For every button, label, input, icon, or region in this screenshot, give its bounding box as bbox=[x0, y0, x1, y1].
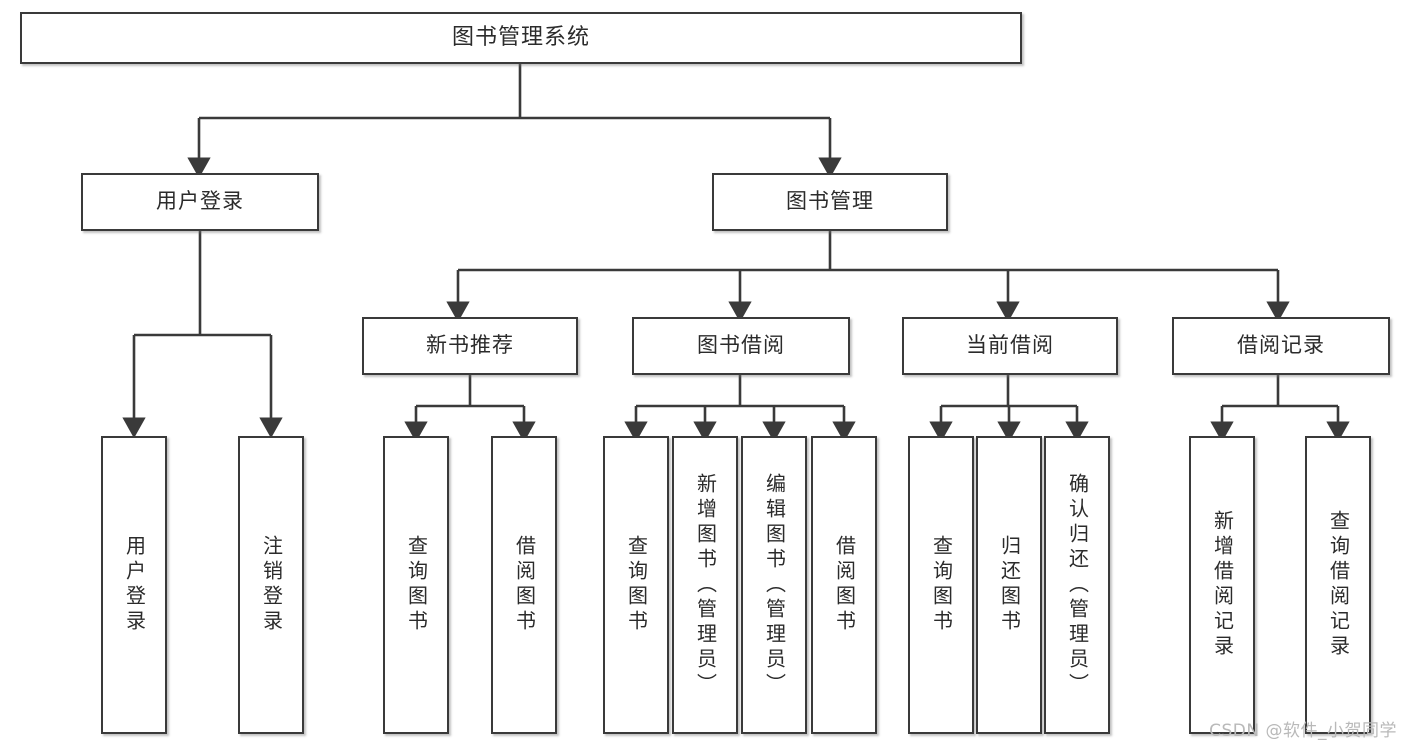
leaf-query-book[interactable]: 查询图书 bbox=[603, 436, 669, 734]
watermark: CSDN @软件_小贺同学 bbox=[1209, 721, 1397, 741]
node-borrow-record[interactable]: 借阅记录 bbox=[1172, 317, 1390, 375]
leaf-edit-book-admin[interactable]: 编辑图书（管理员） bbox=[741, 436, 807, 734]
leaf-borrow-book[interactable]: 借阅图书 bbox=[811, 436, 877, 734]
leaf-borrow-book-recommend[interactable]: 借阅图书 bbox=[491, 436, 557, 734]
node-label: 编辑图书（管理员） bbox=[762, 472, 787, 698]
node-label: 查询图书 bbox=[404, 535, 429, 635]
node-label: 查询借阅记录 bbox=[1326, 510, 1351, 660]
node-current-borrow[interactable]: 当前借阅 bbox=[902, 317, 1118, 375]
node-label: 图书管理系统 bbox=[451, 24, 590, 50]
node-label: 归还图书 bbox=[997, 535, 1022, 635]
node-label: 新增图书（管理员） bbox=[693, 472, 718, 698]
leaf-query-book-current[interactable]: 查询图书 bbox=[908, 436, 974, 734]
node-label: 注销登录 bbox=[259, 535, 284, 635]
leaf-return-book[interactable]: 归还图书 bbox=[976, 436, 1042, 734]
node-label: 新增借阅记录 bbox=[1210, 510, 1235, 660]
leaf-query-book-recommend[interactable]: 查询图书 bbox=[383, 436, 449, 734]
leaf-add-borrow-record[interactable]: 新增借阅记录 bbox=[1189, 436, 1255, 734]
node-user-login[interactable]: 用户登录 bbox=[81, 173, 319, 231]
node-label: 图书借阅 bbox=[697, 333, 785, 358]
leaf-user-logout[interactable]: 注销登录 bbox=[238, 436, 304, 734]
node-label: 借阅记录 bbox=[1237, 333, 1325, 358]
node-label: 新书推荐 bbox=[426, 333, 514, 358]
node-label: 查询图书 bbox=[929, 535, 954, 635]
node-label: 确认归还（管理员） bbox=[1065, 472, 1090, 698]
node-root-system[interactable]: 图书管理系统 bbox=[20, 12, 1022, 64]
node-label: 借阅图书 bbox=[512, 535, 537, 635]
node-label: 图书管理 bbox=[786, 189, 874, 214]
leaf-query-borrow-record[interactable]: 查询借阅记录 bbox=[1305, 436, 1371, 734]
node-label: 查询图书 bbox=[624, 535, 649, 635]
node-label: 借阅图书 bbox=[832, 535, 857, 635]
node-label: 当前借阅 bbox=[966, 333, 1054, 358]
node-new-book-recommend[interactable]: 新书推荐 bbox=[362, 317, 578, 375]
leaf-confirm-return-admin[interactable]: 确认归还（管理员） bbox=[1044, 436, 1110, 734]
node-label: 用户登录 bbox=[122, 535, 147, 635]
node-book-borrow[interactable]: 图书借阅 bbox=[632, 317, 850, 375]
leaf-user-login[interactable]: 用户登录 bbox=[101, 436, 167, 734]
node-book-management[interactable]: 图书管理 bbox=[712, 173, 948, 231]
leaf-add-book-admin[interactable]: 新增图书（管理员） bbox=[672, 436, 738, 734]
node-label: 用户登录 bbox=[156, 189, 244, 214]
